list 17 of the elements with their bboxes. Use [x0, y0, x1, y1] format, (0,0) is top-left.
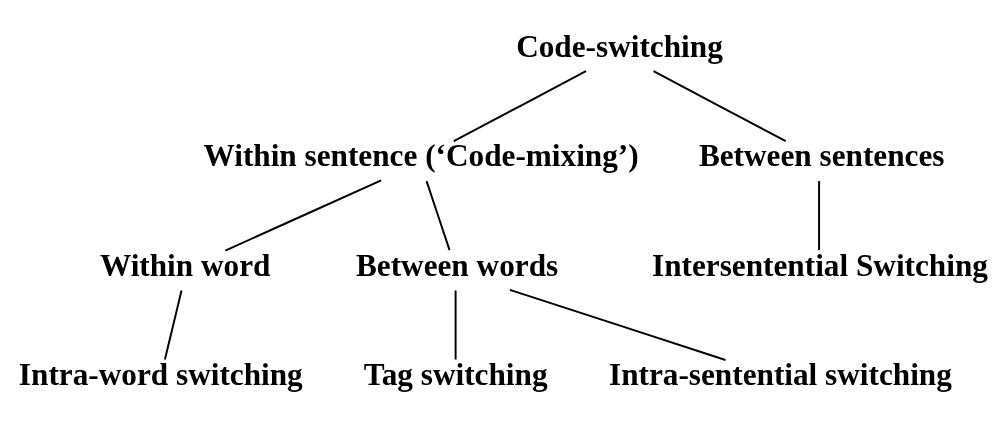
connector	[818, 180, 821, 252]
node-text: Tag switching	[363, 357, 548, 393]
connector	[425, 180, 451, 252]
node-text: Between sentences	[698, 138, 945, 174]
node-text: Within sentence (‘Code-mixing’)	[203, 138, 639, 174]
node-text: Code-switching	[516, 28, 723, 64]
node-text: Within word	[99, 247, 271, 283]
connector	[454, 289, 457, 361]
node-text: Intersentential Switching	[651, 247, 988, 283]
node-text: Intra-word switching	[18, 357, 303, 393]
connector	[652, 70, 787, 143]
connector	[163, 289, 183, 361]
node-text: Intra-sentential switching	[609, 357, 952, 393]
connector	[508, 288, 727, 361]
connector	[224, 179, 383, 252]
connector	[452, 70, 587, 143]
node-text: Between words	[355, 247, 559, 283]
